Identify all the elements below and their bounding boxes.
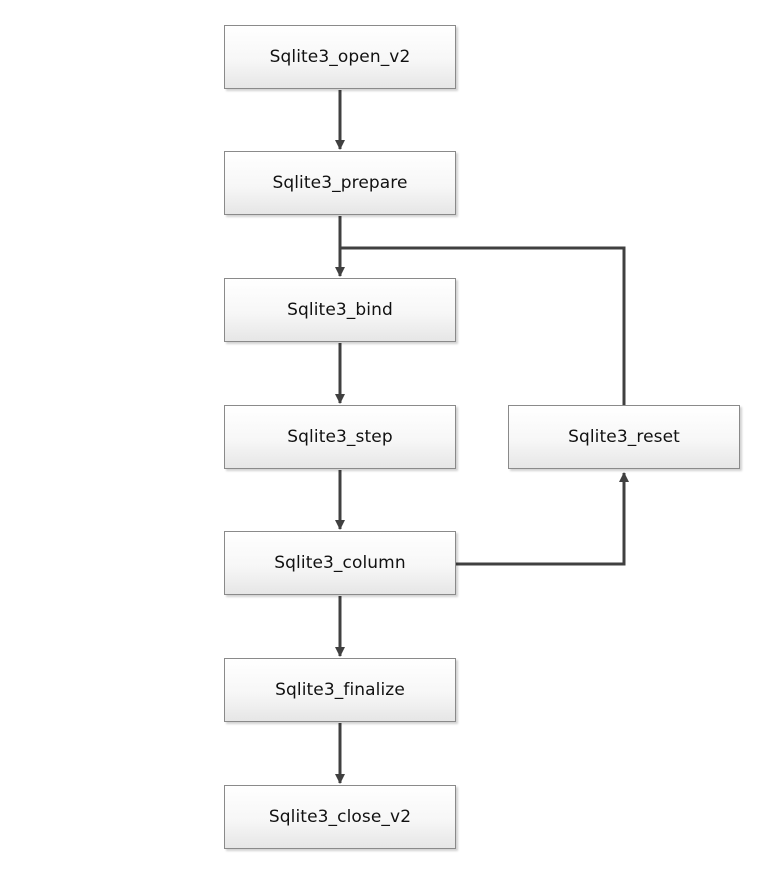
node-sqlite3-close-v2: Sqlite3_close_v2 <box>224 785 456 849</box>
node-label: Sqlite3_reset <box>568 427 680 447</box>
node-sqlite3-prepare: Sqlite3_prepare <box>224 151 456 215</box>
node-sqlite3-finalize: Sqlite3_finalize <box>224 658 456 722</box>
node-label: Sqlite3_step <box>287 427 393 447</box>
node-sqlite3-step: Sqlite3_step <box>224 405 456 469</box>
node-label: Sqlite3_prepare <box>272 173 408 193</box>
node-label: Sqlite3_open_v2 <box>269 47 411 67</box>
edge-column-to-reset <box>456 472 629 566</box>
node-label: Sqlite3_column <box>274 553 406 573</box>
node-sqlite3-reset: Sqlite3_reset <box>508 405 740 469</box>
node-sqlite3-column: Sqlite3_column <box>224 531 456 595</box>
node-label: Sqlite3_finalize <box>275 680 405 700</box>
node-sqlite3-open-v2: Sqlite3_open_v2 <box>224 25 456 89</box>
node-label: Sqlite3_bind <box>287 300 393 320</box>
edge-reset-to-bind <box>340 246 626 405</box>
node-sqlite3-bind: Sqlite3_bind <box>224 278 456 342</box>
node-label: Sqlite3_close_v2 <box>268 807 412 827</box>
